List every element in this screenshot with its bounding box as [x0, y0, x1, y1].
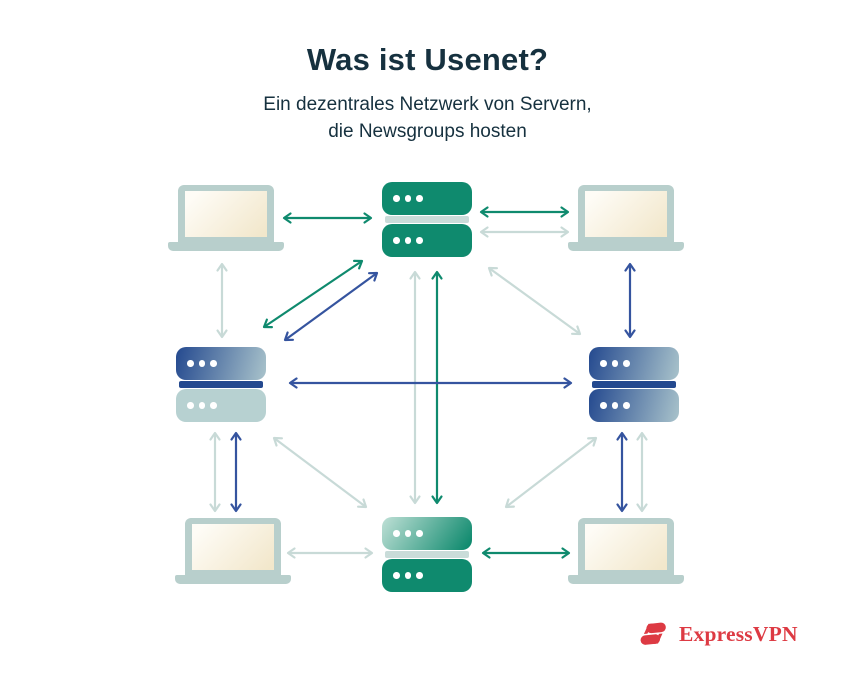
server-led-icon — [210, 402, 217, 409]
server-led-icon — [404, 237, 411, 244]
server-led-icon — [393, 572, 400, 579]
server-led-icon — [611, 360, 618, 367]
server-unit — [382, 559, 472, 592]
server-led-icon — [416, 237, 423, 244]
server-led-icon — [404, 530, 411, 537]
subtitle-line-2: die Newsgroups hosten — [328, 120, 527, 142]
brand-footer: ExpressVPN — [636, 616, 798, 652]
arrow-server-bottom--server-right — [504, 436, 598, 509]
server-led-icon — [198, 360, 205, 367]
server-led-icon — [393, 530, 400, 537]
server-led-icon — [393, 237, 400, 244]
server-led-icon — [187, 402, 194, 409]
server-led-icon — [600, 360, 607, 367]
laptop-top-right — [568, 185, 684, 251]
subtitle-line-1: Ein dezentrales Netzwerk von Servern, — [263, 94, 592, 115]
server-led-icon — [210, 360, 217, 367]
page-title: Was ist Usenet? — [306, 42, 549, 77]
server-unit — [382, 224, 472, 257]
laptop-screen — [192, 524, 274, 570]
server-unit — [589, 347, 679, 380]
server-led-icon — [611, 402, 618, 409]
laptop-base — [168, 242, 284, 251]
server-led-icon — [198, 402, 205, 409]
server-led-icon — [404, 195, 411, 202]
server-divider — [179, 381, 263, 388]
laptop-bezel — [578, 185, 674, 242]
arrow-server-top--server-right — [487, 266, 582, 336]
server-unit — [382, 517, 472, 550]
laptop-base — [175, 575, 291, 584]
arrow-server-left--server-top — [283, 271, 379, 342]
server-unit — [176, 389, 266, 422]
laptop-screen — [185, 191, 267, 237]
arrow-server-left--server-bottom — [272, 436, 368, 509]
laptop-base — [568, 575, 684, 584]
server-unit — [589, 389, 679, 422]
laptop-screen — [585, 191, 667, 237]
laptop-screen — [585, 524, 667, 570]
server-left — [176, 347, 266, 422]
laptop-bezel — [178, 185, 274, 242]
server-led-icon — [623, 402, 630, 409]
server-led-icon — [404, 572, 411, 579]
page-subtitle: Ein dezentrales Netzwerk von Servern, di… — [0, 92, 855, 146]
laptop-bezel — [185, 518, 281, 575]
server-divider — [385, 216, 469, 223]
server-led-icon — [600, 402, 607, 409]
laptop-bottom-right — [568, 518, 684, 584]
server-divider — [592, 381, 676, 388]
laptop-base — [568, 242, 684, 251]
server-top — [382, 182, 472, 257]
server-bottom — [382, 517, 472, 592]
server-right — [589, 347, 679, 422]
server-led-icon — [623, 360, 630, 367]
server-unit — [176, 347, 266, 380]
server-led-icon — [416, 572, 423, 579]
brand-name: ExpressVPN — [679, 621, 798, 646]
server-led-icon — [416, 195, 423, 202]
laptop-bottom-left — [175, 518, 291, 584]
expressvpn-logo-icon — [640, 622, 666, 645]
laptop-bezel — [578, 518, 674, 575]
server-led-icon — [416, 530, 423, 537]
server-unit — [382, 182, 472, 215]
laptop-top-left — [168, 185, 284, 251]
server-led-icon — [393, 195, 400, 202]
server-divider — [385, 551, 469, 558]
server-led-icon — [187, 360, 194, 367]
